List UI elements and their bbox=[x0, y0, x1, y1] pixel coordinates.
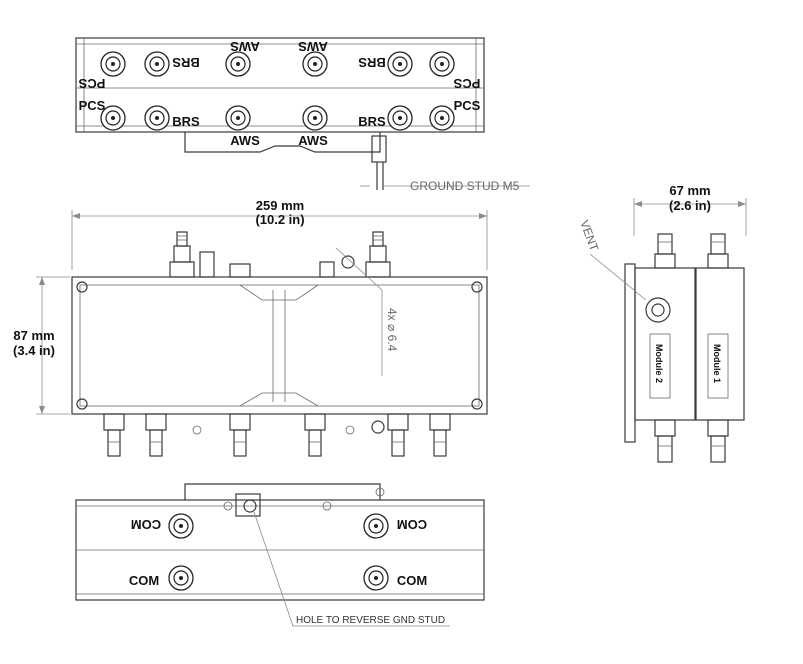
top-view: PCS BRS AWS AWS BRS PCS PCS BRS AWS AWS … bbox=[75, 37, 530, 193]
label-com-upper-right: COM bbox=[397, 517, 427, 532]
front-view-ground-stud bbox=[371, 420, 385, 434]
top-view-bracket bbox=[184, 132, 381, 153]
hole-callout: 4x ⌀ 6.4 bbox=[385, 308, 399, 352]
label-aws-upper-right: AWS bbox=[298, 39, 328, 54]
depth-in-label: (2.6 in) bbox=[669, 198, 711, 213]
label-brs-upper-left: BRS bbox=[172, 55, 200, 70]
mounting-hole-icon bbox=[76, 255, 483, 410]
label-pcs-lower-right: PCS bbox=[454, 98, 481, 113]
top-view-housing bbox=[75, 37, 485, 133]
reverse-gnd-note: HOLE TO REVERSE GND STUD bbox=[296, 615, 445, 626]
side-view-connectors bbox=[654, 233, 729, 463]
reverse-gnd-hole bbox=[243, 499, 257, 513]
label-pcs-upper-right: PCS bbox=[453, 76, 480, 91]
height-in-label: (3.4 in) bbox=[13, 343, 55, 358]
bottom-view-bracket bbox=[184, 483, 381, 500]
bottom-view: COM COM COM COM HOLE TO REVERSE GND STUD bbox=[75, 483, 485, 627]
front-view: 259 mm (10.2 in) 87 mm (3.4 in) bbox=[13, 198, 488, 457]
top-view-connectors-lower bbox=[100, 105, 455, 131]
width-in-label: (10.2 in) bbox=[255, 212, 304, 227]
module-2-label: Module 2 bbox=[654, 344, 664, 383]
ground-stud-icon bbox=[371, 135, 387, 190]
label-aws-lower-right: AWS bbox=[298, 133, 328, 148]
label-brs-upper-right: BRS bbox=[358, 55, 386, 70]
label-brs-lower-left: BRS bbox=[172, 114, 200, 129]
label-aws-lower-left: AWS bbox=[230, 133, 260, 148]
depth-mm-label: 67 mm bbox=[669, 183, 710, 198]
label-com-upper-left: COM bbox=[131, 517, 161, 532]
module-2-body bbox=[634, 267, 696, 421]
vent-label: VENT bbox=[577, 218, 601, 253]
module-1-label: Module 1 bbox=[712, 344, 722, 383]
label-pcs-lower-left: PCS bbox=[79, 98, 106, 113]
label-com-lower-left: COM bbox=[129, 573, 159, 588]
vent-icon bbox=[645, 297, 671, 323]
label-pcs-upper-left: PCS bbox=[78, 76, 105, 91]
side-view: 67 mm (2.6 in) Module 2 Module 1 VENT bbox=[577, 183, 747, 463]
height-mm-label: 87 mm bbox=[13, 328, 54, 343]
front-view-connectors-top bbox=[169, 231, 391, 278]
bottom-view-connectors bbox=[168, 513, 389, 591]
front-view-housing bbox=[71, 276, 488, 415]
label-com-lower-right: COM bbox=[397, 573, 427, 588]
top-view-connectors-upper bbox=[100, 51, 455, 77]
ground-stud-note: GROUND STUD M5 bbox=[410, 179, 520, 193]
width-mm-label: 259 mm bbox=[256, 198, 304, 213]
front-view-connectors-bottom bbox=[103, 413, 451, 457]
label-aws-upper-left: AWS bbox=[230, 39, 260, 54]
label-brs-lower-right: BRS bbox=[358, 114, 386, 129]
side-view-plate bbox=[624, 263, 636, 443]
